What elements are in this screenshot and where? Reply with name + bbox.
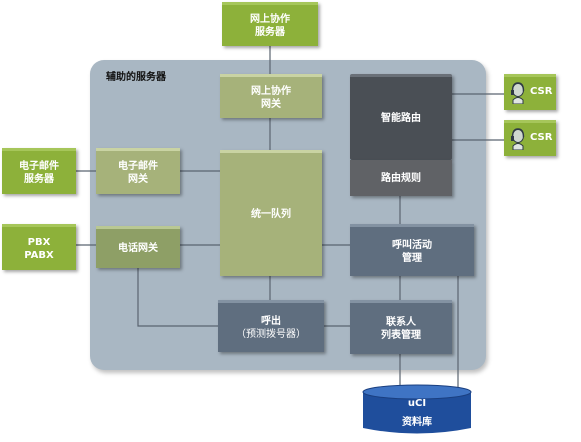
email-gateway-line1: 电子邮件	[118, 160, 158, 172]
csr-label-1: CSR	[530, 86, 553, 97]
call-activity-management: 呼叫活动 管理	[350, 224, 474, 276]
web-collab-server-line2: 服务器	[255, 26, 285, 38]
email-server-line1: 电子邮件	[19, 160, 59, 172]
unified-queue: 统一队列	[220, 150, 322, 276]
pbx-line2: PABX	[24, 249, 54, 261]
contact-list-management: 联系人 列表管理	[350, 300, 452, 354]
database-cylinder-icon	[362, 384, 472, 434]
panel-title: 辅助的服务器	[106, 72, 166, 83]
web-collab-gateway: 网上协作 网关	[220, 74, 322, 118]
email-gateway-line2: 网关	[128, 173, 148, 185]
web-collab-gateway-line2: 网关	[261, 98, 281, 110]
contact-list-line2: 列表管理	[381, 329, 421, 341]
smart-routing-label: 智能路由	[381, 113, 421, 124]
csr-agent-1: CSR	[504, 74, 556, 110]
call-activity-line1: 呼叫活动	[392, 239, 432, 251]
email-server-line2: 服务器	[24, 173, 54, 185]
web-collab-gateway-line1: 网上协作	[251, 85, 291, 97]
line-telgateway-outbound	[137, 268, 218, 327]
telephony-gateway-label: 电话网关	[118, 243, 158, 254]
smart-routing: 智能路由	[350, 74, 452, 160]
unified-queue-label: 统一队列	[251, 209, 291, 220]
headset-person-icon	[511, 128, 525, 150]
outbound-call: 呼出 （预测拨号器）	[218, 300, 324, 352]
csr-agent-2: CSR	[504, 120, 556, 156]
routing-rules-label: 路由规则	[381, 172, 421, 184]
pbx-box: PBX PABX	[2, 224, 76, 270]
contact-list-line1: 联系人	[386, 316, 416, 328]
headset-person-icon	[511, 82, 525, 104]
database-line1: uCI	[407, 398, 427, 409]
outbound-call-line2: （预测拨号器）	[236, 328, 306, 340]
outbound-call-line1: 呼出	[261, 315, 281, 327]
call-activity-line2: 管理	[402, 252, 422, 264]
web-collab-server: 网上协作 服务器	[222, 2, 318, 46]
uci-database: uCI 资料库	[362, 384, 472, 436]
email-gateway: 电子邮件 网关	[96, 148, 180, 194]
routing-rules: 路由规则	[350, 160, 452, 196]
web-collab-server-line1: 网上协作	[250, 13, 290, 25]
pbx-line1: PBX	[27, 236, 51, 248]
database-line2: 资料库	[402, 417, 432, 428]
telephony-gateway: 电话网关	[96, 226, 180, 268]
email-server: 电子邮件 服务器	[2, 148, 76, 194]
csr-label-2: CSR	[530, 132, 553, 143]
